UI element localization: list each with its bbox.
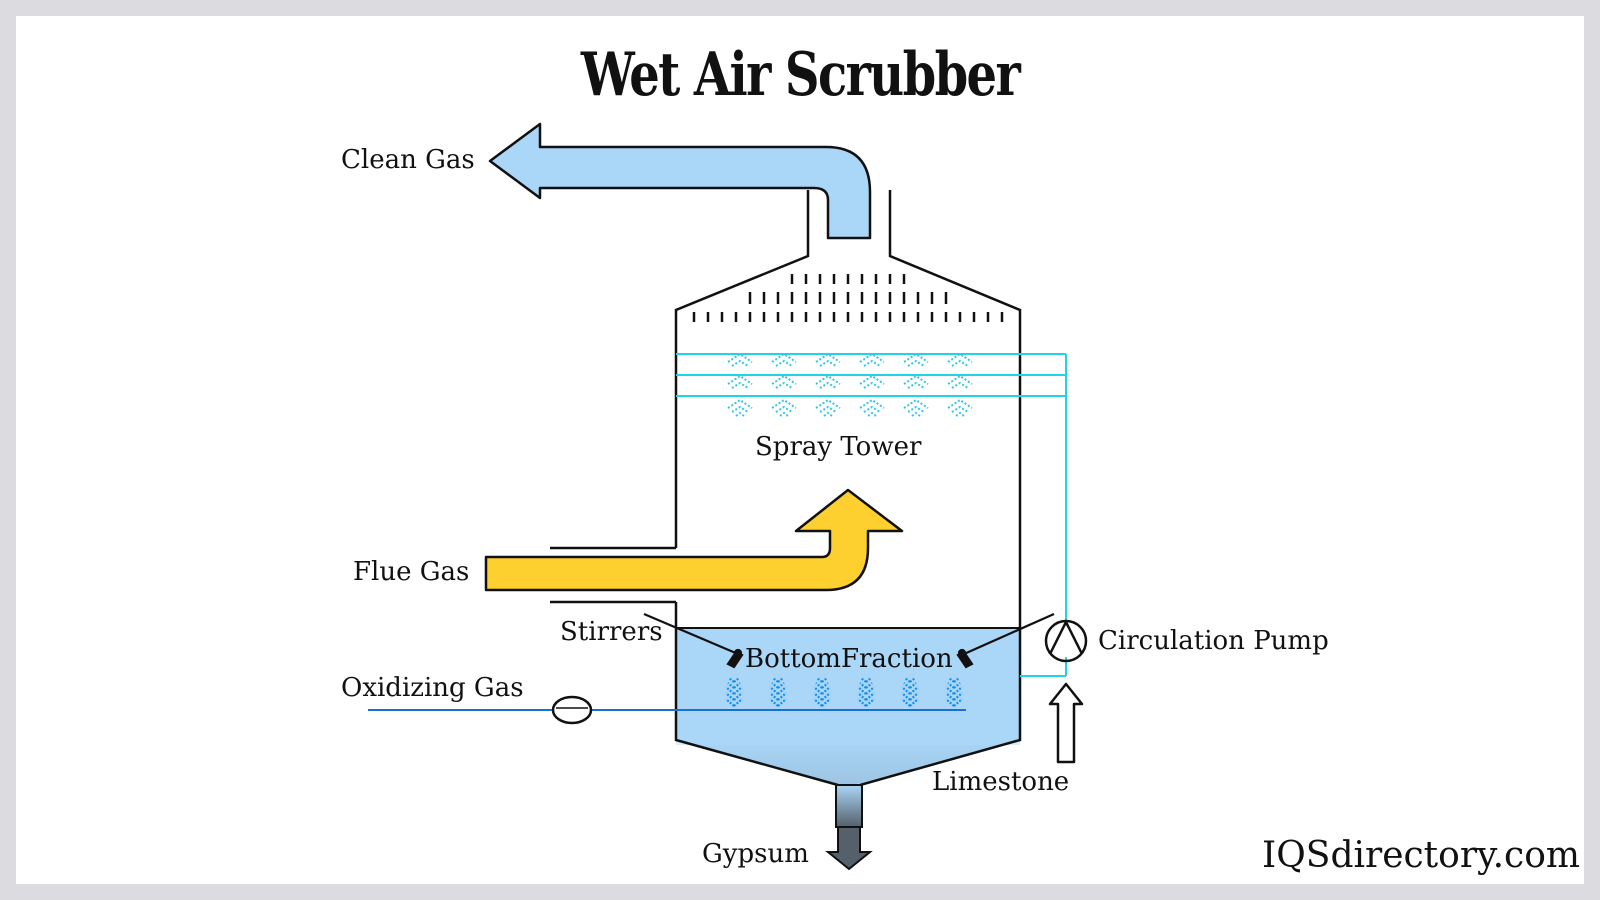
bottom-fraction-liquid	[676, 627, 1020, 785]
stirrers	[643, 612, 1055, 669]
spray-tower-shell	[550, 190, 1022, 787]
gypsum-label: Gypsum	[702, 839, 809, 869]
limestone-arrow	[1048, 682, 1084, 764]
clean-gas-label: Clean Gas	[341, 145, 475, 175]
circulation-pump-label: Circulation Pump	[1098, 626, 1329, 656]
bottom-fraction-label: BottomFraction	[745, 644, 953, 674]
diagram-title: Wet Air Scrubber	[580, 40, 1021, 110]
spray-tower-label: Spray Tower	[755, 432, 922, 462]
brand-watermark: IQSdirectory.com	[1262, 835, 1580, 876]
spray-nozzles	[727, 352, 973, 417]
oxidizing-gas-valve	[551, 695, 593, 725]
aeration-bubbles	[725, 677, 963, 707]
limestone-label: Limestone	[932, 767, 1070, 797]
mist-eliminator	[692, 274, 1004, 322]
stirrers-label: Stirrers	[560, 617, 663, 647]
clean-gas-arrow	[488, 122, 872, 240]
flue-gas-label: Flue Gas	[353, 557, 470, 587]
flue-gas-arrow	[484, 488, 904, 592]
gypsum-outlet	[825, 784, 873, 871]
circulation-pump-icon	[1044, 619, 1088, 663]
oxidizing-gas-label: Oxidizing Gas	[341, 673, 524, 703]
